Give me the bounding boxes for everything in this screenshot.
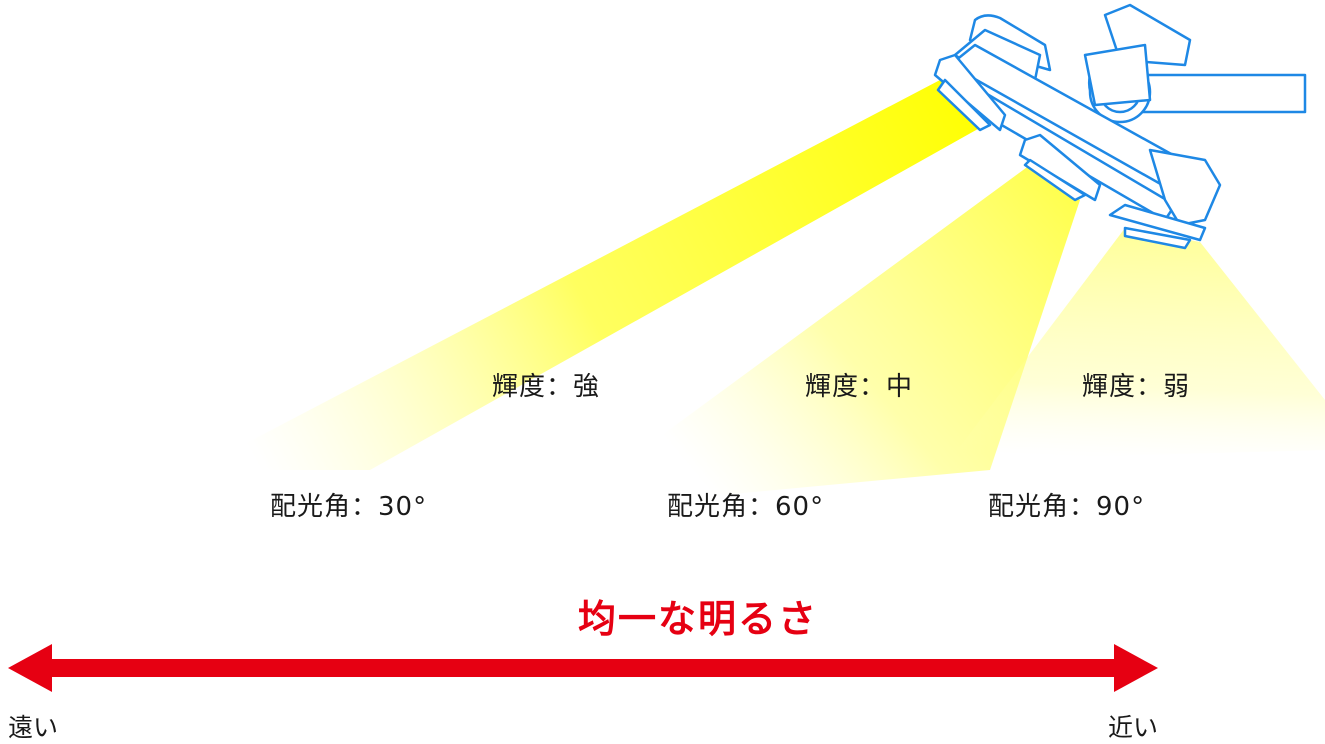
beam-medium-angle-label: 配光角：60° — [667, 492, 825, 522]
light-fixture-icon — [933, 3, 1307, 250]
uniform-brightness-headline: 均一な明るさ — [578, 597, 819, 641]
beam-medium — [560, 165, 1080, 510]
near-label: 近い — [1108, 713, 1159, 742]
beam-weak — [950, 228, 1325, 460]
beam-strong-angle-label: 配光角：30° — [270, 492, 428, 522]
far-label: 遠い — [8, 713, 59, 742]
beam-medium-brightness-label: 輝度：中 — [805, 372, 914, 402]
beam-weak-brightness-label: 輝度：弱 — [1082, 372, 1191, 402]
distance-arrow — [8, 644, 1158, 692]
beam-strong — [195, 80, 985, 470]
beam-strong-brightness-label: 輝度：強 — [492, 372, 601, 402]
beam-weak-angle-label: 配光角：90° — [988, 492, 1146, 522]
